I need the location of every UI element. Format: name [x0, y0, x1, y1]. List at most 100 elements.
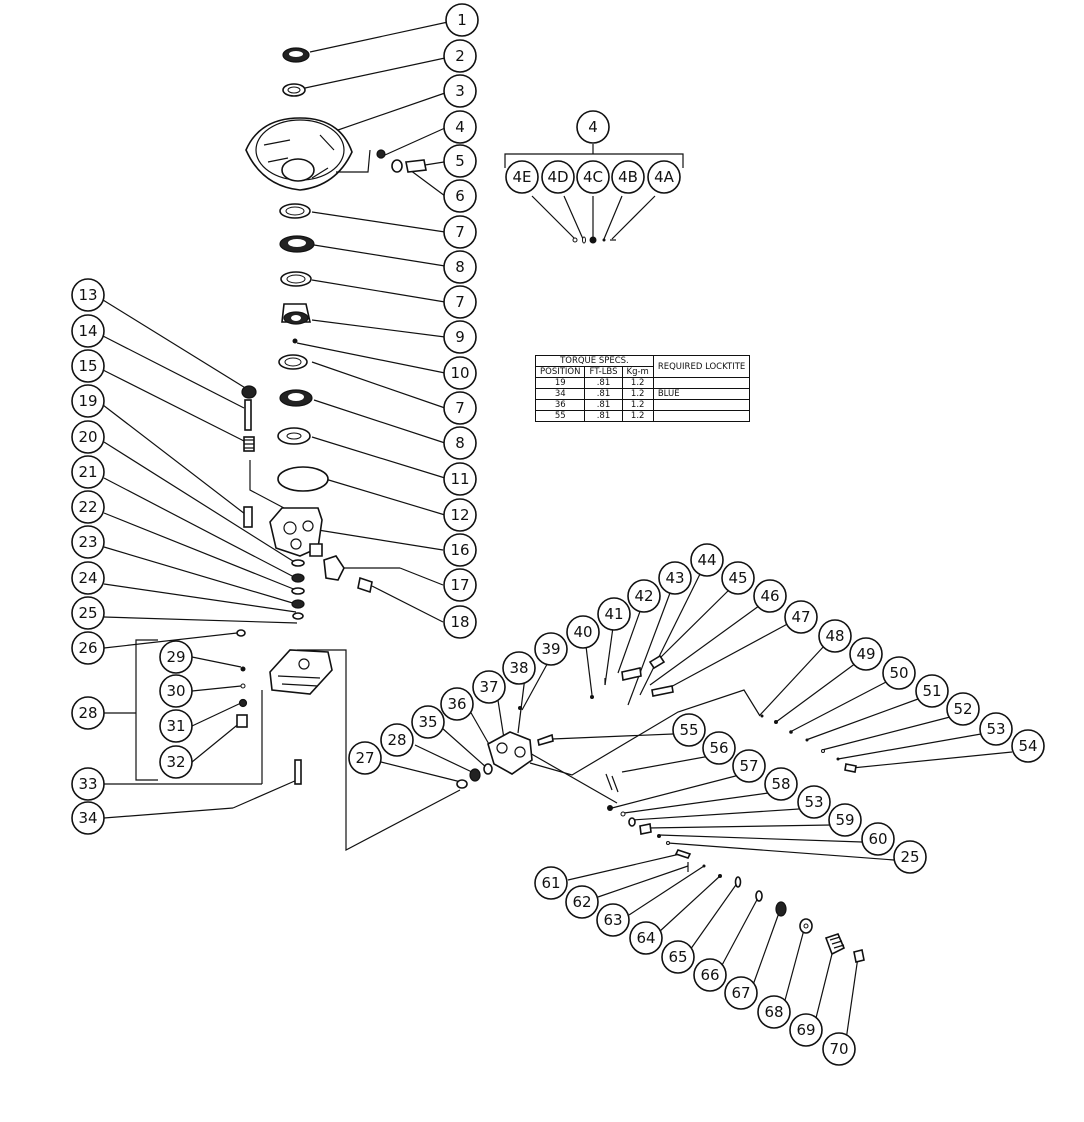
- callout-8b: 8: [443, 426, 477, 460]
- callout-circle: [789, 1013, 823, 1047]
- callout-label: 22: [78, 498, 97, 516]
- callout-62: 62: [565, 885, 599, 919]
- callout-circle: [380, 723, 414, 757]
- callout-circle: [71, 525, 105, 559]
- callout-label: 59: [835, 811, 854, 829]
- callout-circle: [721, 561, 755, 595]
- callout-label: 42: [634, 587, 653, 605]
- table-cell: [652, 399, 751, 411]
- callout-67: 67: [724, 976, 758, 1010]
- callout-circle: [411, 705, 445, 739]
- callout-label: 25: [900, 848, 919, 866]
- callout-4: 4: [443, 110, 477, 144]
- callout-27: 27: [348, 741, 382, 775]
- callout-label: 40: [573, 623, 592, 641]
- callout-label: 17: [450, 576, 469, 594]
- callout-circle: [443, 179, 477, 213]
- callout-circle: [159, 640, 193, 674]
- callout-circle: [629, 921, 663, 955]
- callout-label: 15: [78, 357, 97, 375]
- callout-label: 26: [78, 639, 97, 657]
- callout-circle: [71, 349, 105, 383]
- callout-label: 61: [541, 874, 560, 892]
- callout-19: 19: [71, 384, 105, 418]
- callout-label: 38: [509, 659, 528, 677]
- callout-label: 4D: [547, 168, 568, 186]
- callout-label: 39: [541, 640, 560, 658]
- callout-circle: [505, 160, 539, 194]
- callout-circle: [443, 568, 477, 602]
- callout-54: 54: [1011, 729, 1045, 763]
- callout-68: 68: [757, 995, 791, 1029]
- callout-label: 37: [479, 678, 498, 696]
- callout-circle: [443, 215, 477, 249]
- callout-53b: 53: [797, 785, 831, 819]
- callout-label: 4A: [654, 168, 675, 186]
- callout-circle: [71, 490, 105, 524]
- callout-circle: [1011, 729, 1045, 763]
- callout-circle: [443, 74, 477, 108]
- callout-circle: [534, 866, 568, 900]
- callout-40: 40: [566, 615, 600, 649]
- table-cell: 1.2: [621, 388, 654, 400]
- table-cell: 19: [534, 377, 586, 389]
- callout-label: 36: [447, 695, 466, 713]
- callout-label: 33: [78, 775, 97, 793]
- callout-circle: [757, 995, 791, 1029]
- callout-label: 5: [455, 152, 465, 170]
- callout-29: 29: [159, 640, 193, 674]
- callout-label: 62: [572, 893, 591, 911]
- callout-36: 36: [440, 687, 474, 721]
- callout-label: 9: [455, 328, 465, 346]
- callout-42: 42: [627, 579, 661, 613]
- table-cell: .81: [584, 377, 623, 389]
- callout-28a: 28: [71, 696, 105, 730]
- callout-label: 55: [679, 721, 698, 739]
- callout-circle: [443, 39, 477, 73]
- callout-circle: [693, 958, 727, 992]
- callout-layer: 1234567879107811121617181314151920212223…: [71, 3, 1045, 1066]
- callout-label: 4E: [512, 168, 531, 186]
- callout-20: 20: [71, 420, 105, 454]
- part-illustrations: [236, 47, 865, 963]
- callout-label: 60: [868, 830, 887, 848]
- callout-50: 50: [882, 656, 916, 690]
- callout-circle: [71, 278, 105, 312]
- callout-label: 7: [455, 399, 465, 417]
- callout-35: 35: [411, 705, 445, 739]
- callout-label: 68: [764, 1003, 783, 1021]
- callout-38: 38: [502, 651, 536, 685]
- callout-circle: [71, 696, 105, 730]
- callout-58: 58: [764, 767, 798, 801]
- callout-53a: 53: [979, 712, 1013, 746]
- callout-48: 48: [818, 619, 852, 653]
- callout-circle: [71, 384, 105, 418]
- callout-circle: [534, 632, 568, 666]
- callout-7b: 7: [443, 285, 477, 319]
- callout-circle: [946, 692, 980, 726]
- callout-label: 69: [796, 1021, 815, 1039]
- callout-label: 57: [739, 757, 758, 775]
- callout-label: 56: [709, 739, 728, 757]
- callout-15: 15: [71, 349, 105, 383]
- callout-circle: [849, 637, 883, 671]
- callout-circle: [472, 670, 506, 704]
- callout-circle: [724, 976, 758, 1010]
- callout-circle: [764, 767, 798, 801]
- callout-circle: [818, 619, 852, 653]
- table-cell: 55: [534, 410, 586, 422]
- callout-label: 28: [387, 731, 406, 749]
- callout-label: 41: [604, 605, 623, 623]
- callout-label: 13: [78, 286, 97, 304]
- callout-63: 63: [596, 903, 630, 937]
- callout-70: 70: [822, 1032, 856, 1066]
- callout-circle: [576, 160, 610, 194]
- callout-61: 61: [534, 866, 568, 900]
- callout-8a: 8: [443, 250, 477, 284]
- callout-circle: [541, 160, 575, 194]
- callout-circle: [443, 462, 477, 496]
- table-row: 36 .81 1.2: [534, 399, 751, 411]
- callout-32: 32: [159, 745, 193, 779]
- callout-25a: 25: [71, 596, 105, 630]
- callout-label: 4B: [618, 168, 638, 186]
